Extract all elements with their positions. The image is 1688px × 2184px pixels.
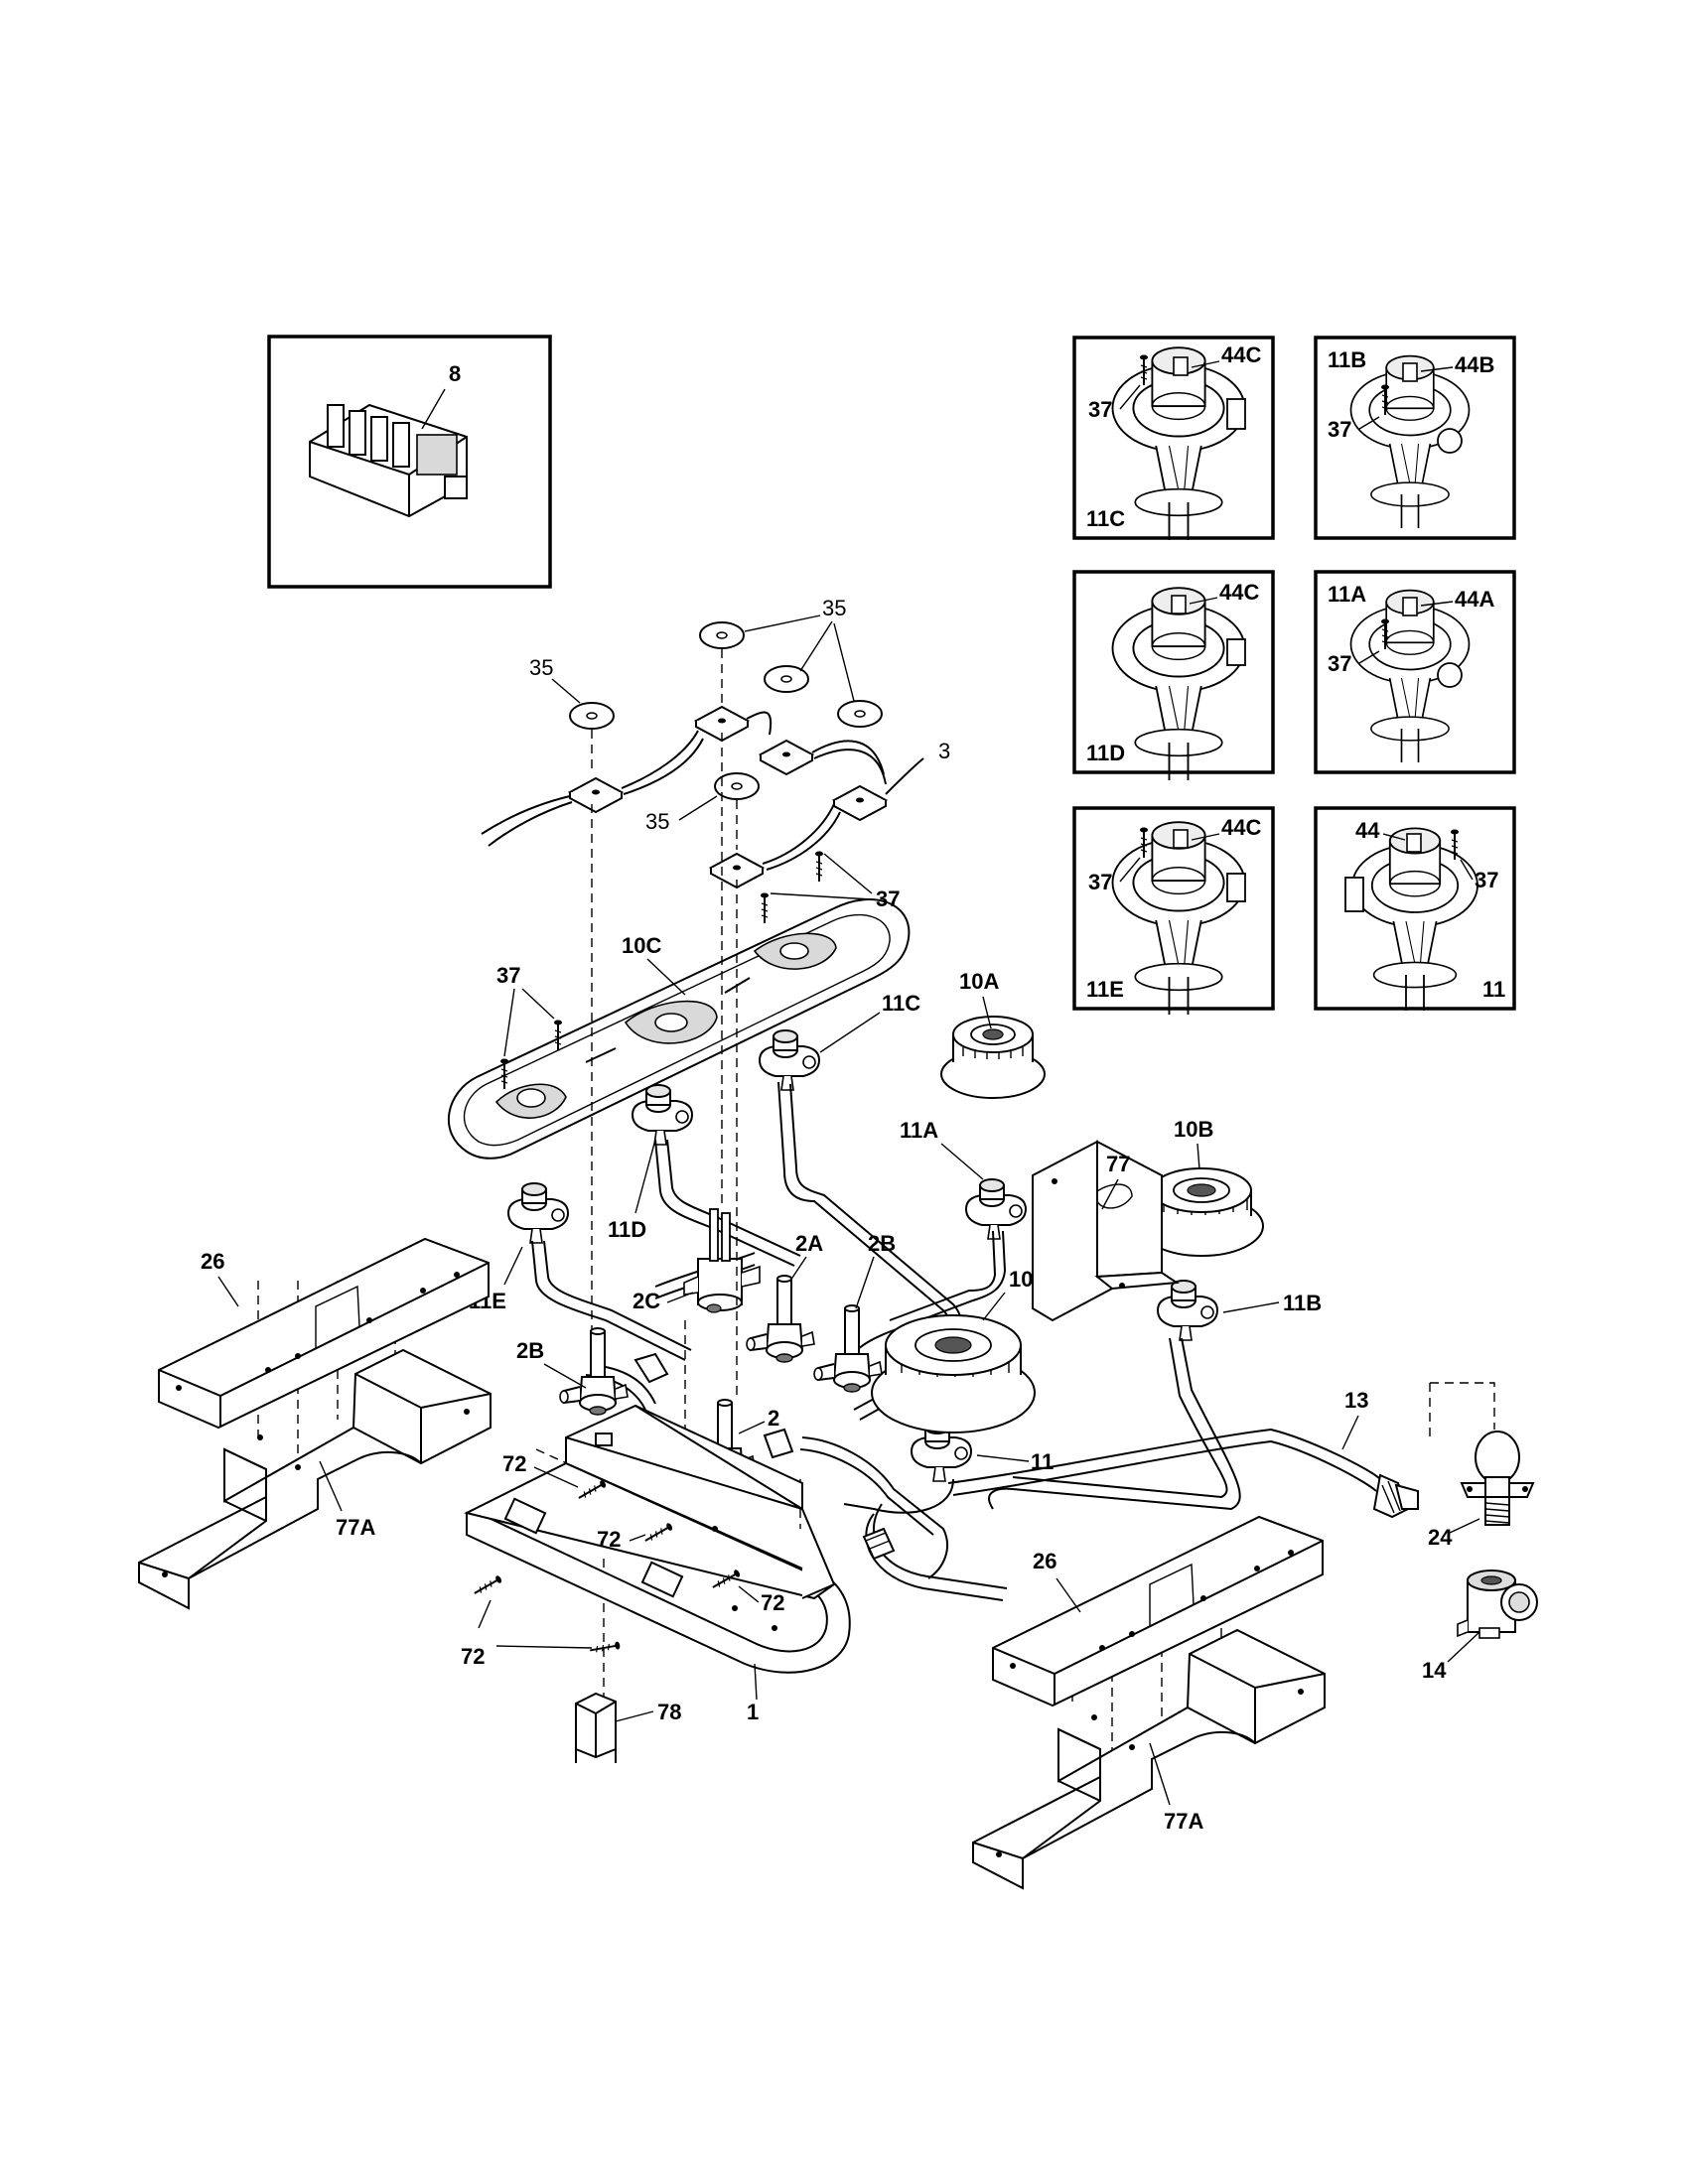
label-26-left: 26 <box>201 1249 224 1274</box>
label-10C: 10C <box>622 933 661 958</box>
label-72-c: 72 <box>761 1590 784 1615</box>
label-14: 14 <box>1422 1658 1447 1683</box>
label-72-a: 72 <box>502 1451 526 1476</box>
rail-26-right <box>992 1515 1324 1707</box>
label-11A: 11A <box>900 1118 938 1143</box>
inset-11A-orifice: 44A <box>1455 587 1494 612</box>
label-77: 77 <box>1106 1152 1130 1176</box>
valves <box>559 1208 883 1487</box>
bracket-78 <box>575 1692 617 1763</box>
label-2C: 2C <box>633 1289 660 1313</box>
gas-tubing <box>531 1081 1381 1601</box>
inset-11E-screw: 37 <box>1088 870 1112 894</box>
regulator-14 <box>1457 1570 1538 1639</box>
inset-11D-orifice: 44C <box>1219 580 1259 605</box>
burner-cap-10A <box>940 1016 1046 1099</box>
label-10B: 10B <box>1174 1117 1213 1142</box>
label-24: 24 <box>1428 1525 1453 1550</box>
inset-11-part: 11 <box>1482 977 1505 1002</box>
label-2: 2 <box>768 1406 779 1431</box>
tube-fittings <box>633 1352 896 1561</box>
label-35-top: 35 <box>822 596 846 620</box>
label-10A: 10A <box>959 969 999 994</box>
burner-oval-10C <box>448 898 911 1160</box>
label-11D: 11D <box>608 1217 646 1242</box>
inset-11D: 44C 11D <box>1072 570 1275 781</box>
label-26-right: 26 <box>1033 1549 1056 1573</box>
label-10: 10 <box>1009 1267 1033 1292</box>
spark-module <box>309 403 468 518</box>
label-78: 78 <box>657 1700 681 1724</box>
label-11B: 11B <box>1283 1291 1322 1315</box>
inset-11C-screw: 37 <box>1088 397 1112 422</box>
manifold-1 <box>464 1404 851 1674</box>
fitting-13 <box>1372 1473 1419 1519</box>
inset-11E-orifice: 44C <box>1221 815 1261 840</box>
label-77A-right: 77A <box>1164 1809 1203 1834</box>
burner-cap-10 <box>871 1314 1036 1433</box>
label-1: 1 <box>747 1700 759 1724</box>
bracket-77A-right <box>972 1628 1326 1890</box>
inset-11B-screw: 37 <box>1328 417 1351 442</box>
label-13: 13 <box>1344 1388 1368 1413</box>
valve-2C <box>683 1208 761 1313</box>
label-2A: 2A <box>795 1231 823 1256</box>
burner-cap-10B <box>1139 1167 1264 1257</box>
label-72-b: 72 <box>597 1527 621 1552</box>
inset-11A-part: 11A <box>1328 582 1366 607</box>
rail-26-left <box>158 1237 490 1430</box>
inset-11B: 11B 44B 37 <box>1314 336 1516 540</box>
ignitor-harness <box>481 621 924 888</box>
inset-11B-part: 11B <box>1328 347 1366 372</box>
label-11C: 11C <box>882 991 920 1016</box>
label-35-left: 35 <box>529 655 553 680</box>
label-2B-right: 2B <box>868 1231 896 1256</box>
inset-11: 44 37 11 <box>1314 806 1516 1012</box>
label-35-bottom: 35 <box>645 809 669 834</box>
inset-11A: 11A 44A 37 <box>1314 570 1516 774</box>
bracket-77 <box>1032 1140 1180 1322</box>
inset-11B-orifice: 44B <box>1455 352 1494 377</box>
inset-11D-part: 11D <box>1086 741 1125 765</box>
label-77A-left: 77A <box>336 1515 375 1540</box>
inset-11-screw: 37 <box>1475 868 1498 892</box>
inset-11A-screw: 37 <box>1328 651 1351 676</box>
label-2B-left: 2B <box>516 1338 544 1363</box>
inset-11C-orifice: 44C <box>1221 342 1261 367</box>
label-37-left: 37 <box>496 963 520 988</box>
inset-spark-module: 8 <box>267 335 552 589</box>
bracket-77A-left <box>138 1348 492 1610</box>
inset-11-orifice: 44 <box>1355 818 1380 843</box>
label-8: 8 <box>449 361 461 386</box>
label-72-d: 72 <box>461 1644 485 1669</box>
inset-11E-part: 11E <box>1086 977 1124 1002</box>
regulator-adapter-24 <box>1460 1431 1535 1526</box>
inset-11C-part: 11C <box>1086 506 1125 531</box>
label-37-right: 37 <box>876 887 900 911</box>
inset-11C: 44C 37 11C <box>1072 336 1275 541</box>
inset-11E: 44C 37 11E <box>1072 806 1275 1016</box>
label-3: 3 <box>938 739 950 763</box>
